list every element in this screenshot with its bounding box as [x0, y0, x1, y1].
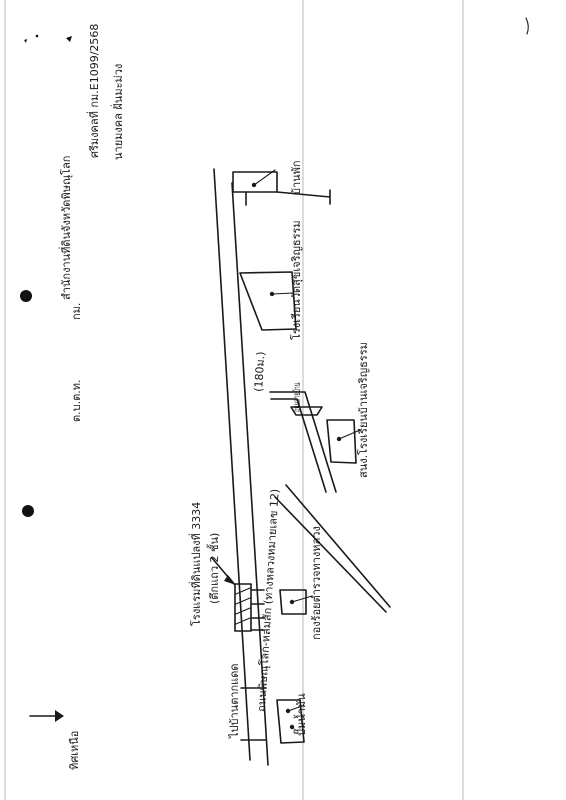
header-block: สำนักงานที่ดินจังหวัดพิษณุโลก ศรีมงคลที่… [58, 24, 125, 422]
punch-hole-bottom [22, 505, 34, 517]
header-district: ต.บ.ต.ท. [70, 379, 83, 422]
branch-road [274, 484, 391, 613]
subject-property-label: โรงแรมที่ดินแปลงที่ 3334 [188, 502, 203, 626]
stray-dot [35, 34, 39, 38]
north-arrow-icon [55, 710, 64, 722]
stray-mark-2 [24, 39, 27, 43]
stray-mark-1 [66, 36, 72, 42]
main-road-code: (180ม.) [252, 351, 267, 392]
top-house-block: บ้านพัก [232, 160, 331, 206]
side-lane: ถนนสายบ้าน [269, 382, 337, 493]
punch-hole-top [20, 290, 32, 302]
header-owner: นายมงคล ฝั่นมะม่วง [110, 64, 125, 160]
gas-station-block: ปั๊มน้ำมัน [276, 693, 308, 744]
header-doc-number: ศรีมงคลที่ กม.E1099/2568 [86, 24, 101, 158]
village-school-label: สนง.โรงเรียนบ้านเจริญธรรม [356, 342, 370, 478]
corner-mark [525, 17, 529, 35]
police-block: กองร้อยตำรวจทางหลวง [279, 526, 323, 640]
left-road: ไปบ้านตากแดด [228, 663, 267, 741]
gas-station-label: ปั๊มน้ำมัน [293, 693, 308, 736]
north-label: ทิศเหนือ [68, 731, 81, 770]
header-office-line: สำนักงานที่ดินจังหวัดพิษณุโลก [58, 156, 73, 300]
north-arrow: ทิศเหนือ [29, 710, 81, 770]
temple-school-label: โรงเรียนวัดสุขเจริญธรรม [289, 220, 303, 340]
subject-property: โรงแรมที่ดินแปลงที่ 3334 (ตึกแถว 2 ชั้น) [188, 502, 265, 632]
left-road-label: ไปบ้านตากแดด [228, 663, 241, 739]
header-moo: กม. [70, 303, 83, 320]
side-lane-label: ถนนสายบ้าน [291, 382, 302, 412]
subject-property-note: (ตึกแถว 2 ชั้น) [206, 533, 221, 604]
village-school-block: สนง.โรงเรียนบ้านเจริญธรรม [326, 342, 370, 478]
temple-school-block: โรงเรียนวัดสุขเจริญธรรม [239, 220, 303, 340]
police-label: กองร้อยตำรวจทางหลวง [310, 526, 323, 640]
top-house-label: บ้านพัก [290, 160, 303, 195]
